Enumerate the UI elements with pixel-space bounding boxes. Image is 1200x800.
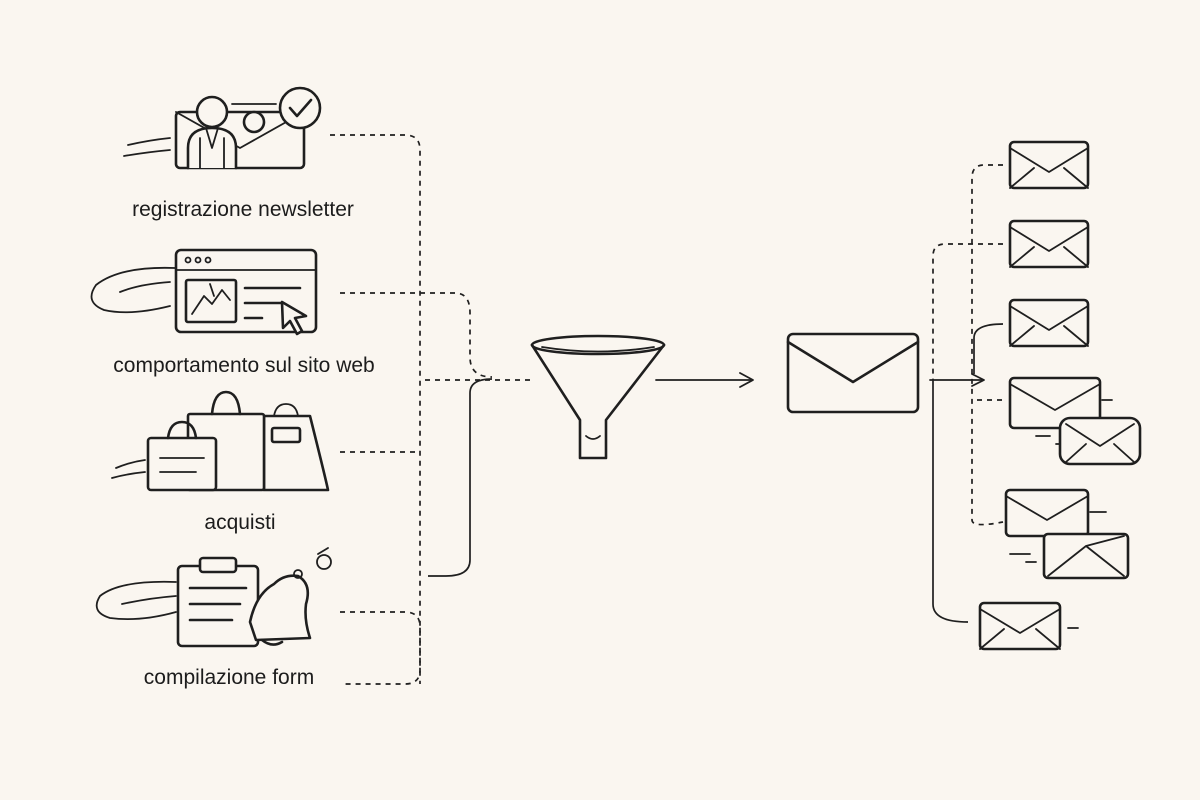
clipboard-bell-icon bbox=[95, 547, 332, 648]
source-label-website: comportamento sul sito web bbox=[113, 354, 375, 377]
output-envelope-icon bbox=[1008, 140, 1090, 190]
output-envelope-icon bbox=[978, 601, 1079, 651]
shopping-bags-icon bbox=[111, 390, 330, 492]
funnel-icon bbox=[530, 334, 666, 460]
output-envelope-icon bbox=[1008, 219, 1090, 269]
output-envelope-icon bbox=[1058, 416, 1142, 466]
output-envelope-icon bbox=[1008, 298, 1090, 348]
source-label-purchases: acquisti bbox=[204, 511, 276, 534]
funnel-to-envelope-arrow bbox=[655, 372, 754, 388]
output-connectors bbox=[932, 164, 1004, 623]
source-label-form: compilazione form bbox=[143, 666, 315, 689]
envelope-to-outputs-arrow bbox=[929, 373, 985, 387]
envelope-icon bbox=[786, 332, 920, 414]
browser-window-icon bbox=[90, 248, 318, 336]
source-label-newsletter: registrazione newsletter bbox=[132, 198, 354, 221]
newsletter-signup-icon bbox=[123, 86, 322, 170]
output-envelope-icon bbox=[1025, 532, 1130, 580]
output-envelope-icon bbox=[1008, 376, 1113, 445]
source-connectors bbox=[330, 134, 530, 685]
